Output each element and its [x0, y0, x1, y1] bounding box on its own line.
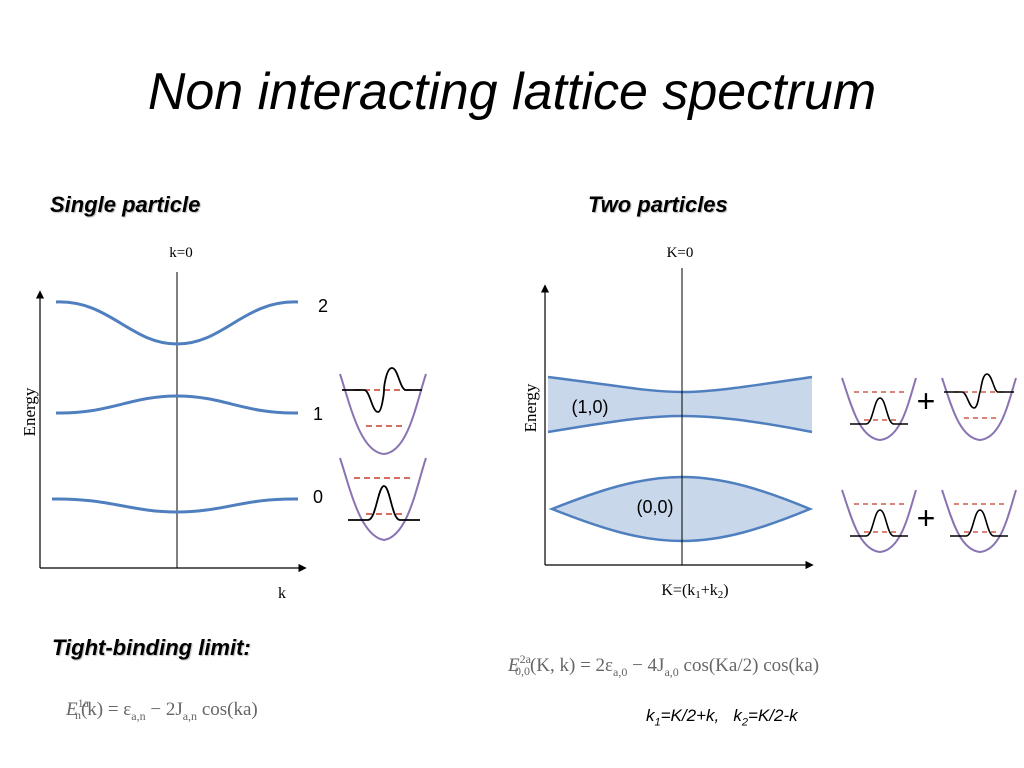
two-k0-label: K=0	[667, 245, 694, 261]
band-2-label: 2	[318, 296, 328, 316]
single-particle-plot: k=0 Energy k 2 1 0	[20, 245, 427, 602]
band-1-curve	[55, 394, 299, 415]
slide-title: Non interacting lattice spectrum	[147, 63, 877, 121]
two-particle-equation: E2a0,0(K, k) = 2εa,0 − 4Ja,0 cos(Ka/2) c…	[508, 652, 820, 679]
two-energy-label: Energy	[521, 383, 540, 432]
well-00-right	[941, 489, 1017, 554]
plus-00: +	[917, 500, 936, 536]
single-particle-equation: E1an(k) = εa,n − 2Ja,n cos(ka)	[66, 696, 258, 723]
band-1-label: 1	[313, 404, 323, 424]
band-0-curve	[51, 497, 299, 514]
well-ground-state	[339, 457, 427, 542]
band-10-fill	[548, 377, 812, 432]
momentum-definitions: k1=K/2+k, k2=K/2-k	[646, 706, 798, 729]
band-2-curve	[55, 300, 299, 346]
well-excited-state	[339, 367, 427, 456]
band-10-label: (1,0)	[571, 397, 608, 417]
single-k0-label: k=0	[169, 245, 192, 261]
well-10-ground	[841, 377, 917, 442]
well-00-left	[841, 489, 917, 554]
single-k-label: k	[278, 585, 286, 602]
two-particle-plot: K=0 Energy K=(k1+k2) (1,0) (0,0) + +	[521, 245, 1017, 601]
single-energy-label: Energy	[20, 387, 39, 436]
band-0-label: 0	[313, 487, 323, 507]
tight-binding-heading: Tight-binding limit:	[52, 635, 251, 660]
single-particle-heading: Single particle	[50, 192, 201, 217]
band-00-label: (0,0)	[636, 497, 673, 517]
band-00-fill	[548, 475, 814, 543]
two-particles-heading: Two particles	[588, 192, 728, 217]
plus-10: +	[917, 383, 936, 419]
well-10-excited	[941, 373, 1017, 442]
two-k-axis-label: K=(k1+k2)	[661, 582, 728, 601]
